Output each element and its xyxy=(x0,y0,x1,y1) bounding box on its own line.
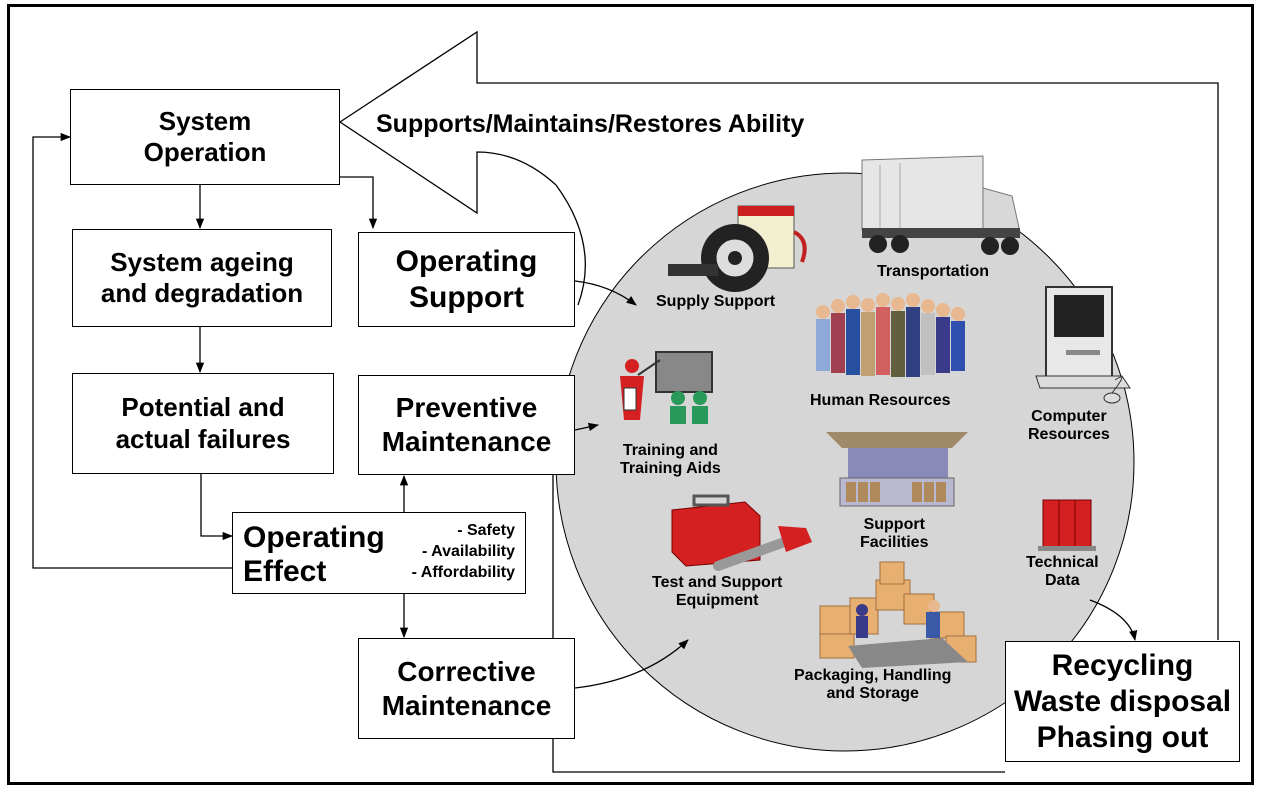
packaging-label: Packaging, Handling and Storage xyxy=(794,667,951,704)
supply-support-icon xyxy=(668,205,807,292)
recycling-line1: Recycling xyxy=(1051,648,1194,682)
corrective-box: Corrective Maintenance xyxy=(358,638,575,739)
corrective-line2: Maintenance xyxy=(381,689,552,721)
training-line2: Training Aids xyxy=(620,460,721,478)
training-icon xyxy=(620,351,713,424)
computer-line2: Resources xyxy=(1028,426,1110,444)
operating-effect-line1: Operating xyxy=(243,521,385,554)
computer-icon xyxy=(1035,286,1131,404)
return-line xyxy=(32,132,232,569)
effect-availability: - Availability xyxy=(421,542,515,560)
computer-line1: Computer xyxy=(1031,408,1107,425)
facilities-line1: Support xyxy=(863,516,925,533)
feedback-arrow xyxy=(339,30,1219,612)
operating-support-line1: Operating xyxy=(395,244,538,278)
banner-label: Supports/Maintains/Restores Ability xyxy=(376,110,805,138)
preventive-line1: Preventive xyxy=(395,392,538,424)
supply-support-label: Supply Support xyxy=(656,293,775,311)
training-line1: Training and xyxy=(622,442,718,459)
technical-line1: Technical xyxy=(1026,554,1099,571)
facilities-line2: Facilities xyxy=(860,534,929,552)
loop-line xyxy=(552,468,1005,773)
recycling-line2: Waste disposal xyxy=(1013,684,1232,718)
test-line2: Equipment xyxy=(675,592,759,610)
flow-curve xyxy=(574,639,689,689)
support-facilities-icon xyxy=(826,432,968,507)
system-operation-box: System Operation xyxy=(70,89,340,185)
transportation-label: Transportation xyxy=(877,263,989,281)
packaging-line1: Packaging, Handling xyxy=(794,667,952,684)
failures-line2: actual failures xyxy=(115,423,291,454)
transportation-line1: Transportation xyxy=(877,263,990,280)
operating-effect-line2: Effect xyxy=(243,554,327,588)
test-line1: Test and Support xyxy=(652,574,783,591)
failures-line1: Potential and xyxy=(121,392,285,423)
flow-line xyxy=(340,176,378,230)
test-equipment-label: Test and Support Equipment xyxy=(652,574,782,611)
recycling-line3: Phasing out xyxy=(1036,720,1209,754)
system-operation-line1: System xyxy=(158,105,252,136)
human-resources-label: Human Resources xyxy=(810,392,951,410)
preventive-box: Preventive Maintenance xyxy=(358,375,575,475)
preventive-line2: Maintenance xyxy=(381,426,552,457)
technical-data-icon xyxy=(1038,499,1096,551)
diagram-frame xyxy=(7,4,1254,785)
supply-line1: Supply Support xyxy=(656,293,776,310)
technical-data-label: Technical Data xyxy=(1026,554,1099,591)
failures-box: Potential and actual failures xyxy=(72,373,334,474)
operating-support-box: Operating Support xyxy=(358,232,575,327)
computer-resources-label: Computer Resources xyxy=(1028,408,1110,445)
test-equipment-icon xyxy=(671,494,812,571)
packaging-icon xyxy=(819,561,977,668)
transportation-icon xyxy=(861,155,1021,255)
flow-curve xyxy=(574,422,600,432)
human-line1: Human Resources xyxy=(810,392,951,409)
effect-safety: - Safety xyxy=(457,522,515,539)
flow-line xyxy=(200,474,234,541)
technical-line2: Data xyxy=(1044,572,1080,590)
ageing-line2: and degradation xyxy=(100,278,304,308)
ageing-line1: System ageing xyxy=(110,246,294,277)
flow-curve xyxy=(1089,599,1138,642)
operating-effect-box: Operating Effect - Safety - Availability… xyxy=(232,512,526,594)
flow-curve xyxy=(574,280,637,306)
support-facilities-label: Support Facilities xyxy=(860,516,928,553)
training-label: Training and Training Aids xyxy=(620,442,721,479)
corrective-line1: Corrective xyxy=(397,655,536,687)
effect-affordability: - Affordability xyxy=(411,563,515,581)
ageing-box: System ageing and degradation xyxy=(72,229,332,327)
packaging-line2: and Storage xyxy=(826,685,919,703)
operating-support-line2: Support xyxy=(409,280,524,314)
recycling-box: Recycling Waste disposal Phasing out xyxy=(1005,641,1240,762)
human-resources-icon xyxy=(816,293,965,377)
system-operation-line2: Operation xyxy=(143,137,267,167)
